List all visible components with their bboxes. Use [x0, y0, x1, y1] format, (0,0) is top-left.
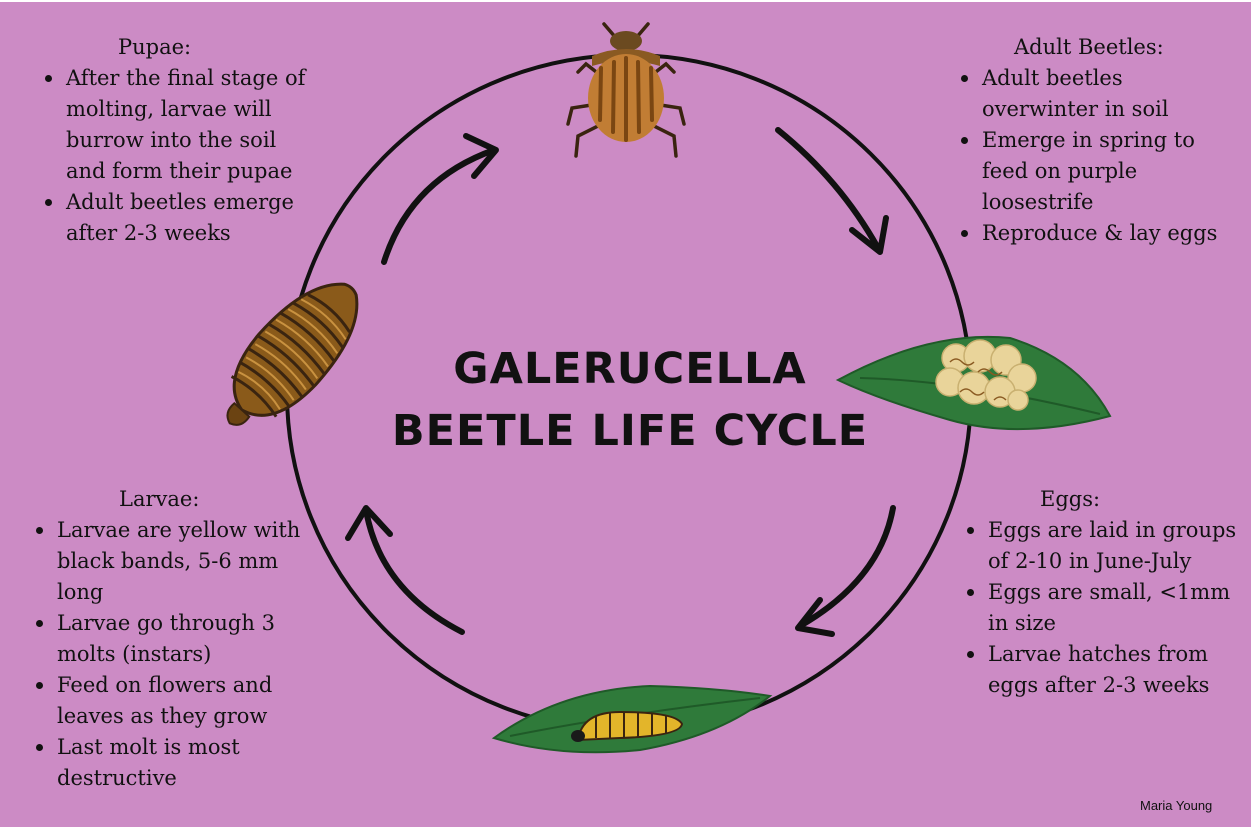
larvae-bullet-list: Larvae are yellow with black bands, 5-6 …: [27, 515, 317, 794]
adult-stage-block: Adult Beetles: Adult beetles overwinter …: [952, 32, 1242, 249]
list-item: Larvae are yellow with black bands, 5-6 …: [27, 515, 317, 608]
larvae-stage-block: Larvae: Larvae are yellow with black ban…: [27, 484, 317, 794]
cycle-arrow-icon: [348, 508, 462, 632]
list-item: After the final stage of molting, larvae…: [36, 63, 306, 187]
eggs-bullet-list: Eggs are laid in groups of 2-10 in June-…: [958, 515, 1238, 701]
pupa-icon: [202, 263, 380, 449]
eggs-heading: Eggs:: [958, 484, 1238, 515]
pupae-heading: Pupae:: [36, 32, 306, 63]
list-item: Feed on flowers and leaves as they grow: [27, 670, 317, 732]
larvae-heading: Larvae:: [27, 484, 317, 515]
beetle-icon: [568, 24, 684, 156]
adult-heading: Adult Beetles:: [952, 32, 1242, 63]
author-credit: Maria Young: [1140, 798, 1212, 813]
list-item: Larvae go through 3 molts (instars): [27, 608, 317, 670]
larva-on-leaf-icon: [494, 686, 770, 752]
diagram-title: GALERUCELLA BEETLE LIFE CYCLE: [360, 338, 900, 462]
list-item: Reproduce & lay eggs: [952, 218, 1242, 249]
pupae-bullet-list: After the final stage of molting, larvae…: [36, 63, 306, 249]
cycle-arrow-icon: [778, 130, 886, 252]
title-line-2: BEETLE LIFE CYCLE: [360, 400, 900, 462]
list-item: Eggs are laid in groups of 2-10 in June-…: [958, 515, 1238, 577]
eggs-stage-block: Eggs: Eggs are laid in groups of 2-10 in…: [958, 484, 1238, 701]
list-item: Last molt is most destructive: [27, 732, 317, 794]
list-item: Eggs are small, <1mm in size: [958, 577, 1238, 639]
list-item: Adult beetles emerge after 2-3 weeks: [36, 187, 306, 249]
cycle-arrow-icon: [384, 136, 496, 262]
adult-bullet-list: Adult beetles overwinter in soil Emerge …: [952, 63, 1242, 249]
cycle-arrow-icon: [798, 508, 893, 634]
title-line-1: GALERUCELLA: [360, 338, 900, 400]
list-item: Adult beetles overwinter in soil: [952, 63, 1242, 125]
list-item: Emerge in spring to feed on purple loose…: [952, 125, 1242, 218]
pupae-stage-block: Pupae: After the final stage of molting,…: [36, 32, 306, 249]
list-item: Larvae hatches from eggs after 2-3 weeks: [958, 639, 1238, 701]
